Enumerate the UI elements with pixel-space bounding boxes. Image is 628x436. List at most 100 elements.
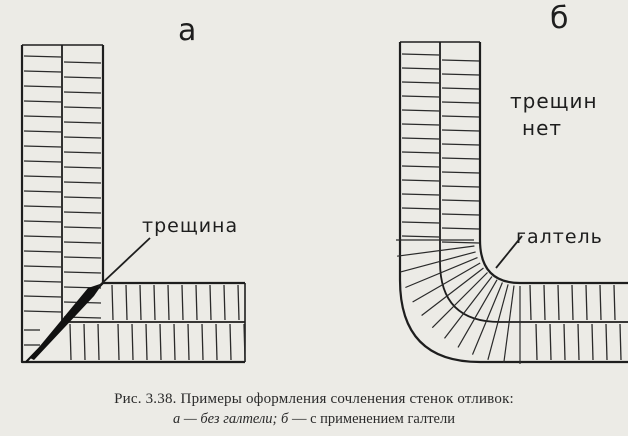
texture-tick <box>441 199 480 202</box>
caption-title: Рис. 3.38. Примеры оформления сочленения… <box>114 391 514 407</box>
texture-tick <box>63 121 102 124</box>
texture-tick <box>23 175 62 178</box>
texture-tick <box>401 67 440 70</box>
texture-tick <box>145 323 148 361</box>
texture-tick <box>401 137 440 140</box>
texture-tick <box>243 323 246 361</box>
texture-tick <box>97 323 100 361</box>
panel-b-wall <box>398 41 628 364</box>
texture-tick <box>23 160 62 163</box>
fillet-label: галтель <box>516 226 603 248</box>
crack-mark <box>25 282 104 363</box>
texture-tick <box>131 323 134 361</box>
texture-tick <box>401 151 440 154</box>
texture-tick <box>431 272 488 329</box>
texture-tick <box>223 284 226 321</box>
panel-b: б трещин нет галтель <box>396 1 628 364</box>
panel-a-vertical-texture <box>23 55 102 346</box>
texture-tick <box>605 323 608 361</box>
texture-tick <box>441 227 480 230</box>
figure-caption: Рис. 3.38. Примеры оформления сочленения… <box>0 389 628 429</box>
texture-tick <box>401 193 440 196</box>
texture-tick <box>543 284 546 321</box>
texture-tick <box>23 205 62 208</box>
texture-tick <box>457 279 498 348</box>
texture-tick <box>441 87 480 90</box>
texture-tick <box>23 55 62 58</box>
no-cracks-label-line2: нет <box>522 116 562 140</box>
texture-tick <box>69 323 72 361</box>
caption-legend-a-letter: а <box>173 411 181 427</box>
texture-tick <box>63 256 102 259</box>
texture-tick <box>63 151 102 154</box>
texture-tick <box>237 284 240 321</box>
texture-tick <box>63 271 102 274</box>
texture-tick <box>571 284 574 321</box>
texture-tick <box>139 284 142 321</box>
texture-tick <box>585 284 588 321</box>
texture-tick <box>535 323 538 361</box>
texture-tick <box>591 323 594 361</box>
texture-tick <box>23 310 62 313</box>
texture-tick <box>23 85 62 88</box>
texture-tick <box>117 323 120 361</box>
texture-tick <box>209 284 212 321</box>
texture-tick <box>599 284 602 321</box>
texture-tick <box>549 323 552 361</box>
texture-tick <box>471 282 503 355</box>
texture-tick <box>63 106 102 109</box>
texture-tick <box>412 262 481 303</box>
texture-tick <box>401 179 440 182</box>
panel-a: а трещина <box>20 13 246 364</box>
texture-tick <box>441 73 480 76</box>
texture-tick <box>63 166 102 169</box>
texture-tick <box>167 284 170 321</box>
texture-tick <box>63 211 102 214</box>
texture-tick <box>441 143 480 146</box>
texture-tick <box>63 136 102 139</box>
crack-label: трещина <box>142 215 238 237</box>
texture-tick <box>63 76 102 79</box>
texture-tick <box>401 221 440 224</box>
texture-tick <box>619 323 622 361</box>
texture-tick <box>444 276 493 339</box>
panel-a-letter: а <box>178 13 196 48</box>
texture-tick <box>63 226 102 229</box>
texture-tick <box>441 171 480 174</box>
texture-tick <box>63 181 102 184</box>
texture-tick <box>401 81 440 84</box>
texture-tick <box>441 185 480 188</box>
texture-tick <box>487 284 509 360</box>
texture-tick <box>23 115 62 118</box>
texture-tick <box>613 284 616 321</box>
caption-legend-b-letter: б <box>281 411 289 427</box>
caption-legend-b-text: — с применением галтели <box>288 411 455 427</box>
texture-tick <box>201 323 204 361</box>
texture-tick <box>441 59 480 62</box>
texture-tick <box>401 123 440 126</box>
texture-tick <box>577 323 580 361</box>
texture-tick <box>563 323 566 361</box>
texture-tick <box>63 196 102 199</box>
texture-tick <box>23 280 62 283</box>
texture-tick <box>187 323 190 361</box>
texture-tick <box>229 323 232 361</box>
texture-tick <box>421 267 484 316</box>
texture-tick <box>401 95 440 98</box>
texture-tick <box>23 295 62 298</box>
casting-joints-figure: а трещина б трещин нет <box>20 1 628 364</box>
texture-tick <box>23 145 62 148</box>
panel-b-vertical-texture <box>401 53 480 244</box>
texture-tick <box>401 53 440 56</box>
texture-tick <box>195 284 198 321</box>
texture-tick <box>181 284 184 321</box>
texture-tick <box>23 130 62 133</box>
texture-tick <box>63 61 102 64</box>
texture-tick <box>401 165 440 168</box>
texture-tick <box>173 323 176 361</box>
texture-tick <box>503 285 515 363</box>
texture-tick <box>397 245 475 257</box>
panel-b-corner-texture <box>396 239 521 364</box>
texture-tick <box>441 115 480 118</box>
texture-tick <box>441 157 480 160</box>
